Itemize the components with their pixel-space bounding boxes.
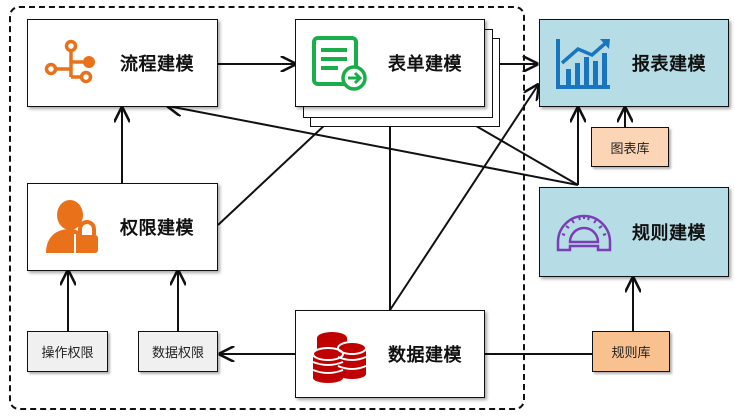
edge-permission-to-form	[217, 108, 343, 226]
node-rule-label: 规则建模	[632, 223, 706, 244]
platform-boundary	[9, 6, 525, 410]
edge-rule-to-flow	[168, 106, 579, 186]
node-rule-modeling[interactable]: 规则建模	[539, 187, 729, 277]
protractor-icon	[556, 214, 612, 252]
database-stack-icon	[312, 332, 367, 383]
node-operation-permission-label: 操作权限	[41, 346, 94, 361]
node-permission-modeling[interactable]: 权限建模	[27, 183, 218, 271]
node-chart-library[interactable]: 图表库	[591, 127, 669, 167]
node-data-permission-label: 数据权限	[151, 346, 204, 361]
node-report-modeling[interactable]: 报表建模	[539, 19, 729, 107]
node-form-modeling[interactable]: 表单建模	[295, 19, 485, 107]
node-flow-modeling[interactable]: 流程建模	[27, 19, 218, 107]
node-permission-label: 权限建模	[120, 218, 194, 239]
node-operation-permission[interactable]: 操作权限	[27, 331, 108, 372]
node-report-label: 报表建模	[632, 54, 706, 75]
form-document-icon	[312, 36, 367, 91]
edge-data-to-report	[389, 85, 538, 311]
node-rule-library-label: 规则库	[611, 346, 651, 361]
node-data-permission[interactable]: 数据权限	[138, 331, 218, 372]
node-flow-label: 流程建模	[120, 54, 194, 75]
bar-chart-trend-icon	[556, 39, 610, 89]
node-data-label: 数据建模	[388, 345, 462, 366]
node-chart-library-label: 图表库	[610, 141, 650, 157]
node-form-label: 表单建模	[388, 54, 462, 75]
node-data-modeling[interactable]: 数据建模	[295, 310, 485, 398]
node-rule-library[interactable]: 规则库	[592, 331, 670, 372]
flow-branch-icon	[44, 39, 95, 84]
user-lock-icon	[46, 200, 98, 253]
